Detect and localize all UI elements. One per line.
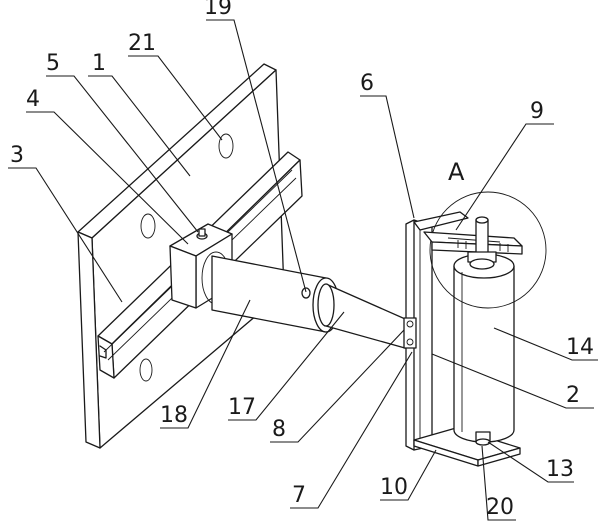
vertical-frame	[403, 211, 521, 467]
label-part-4: 4	[26, 87, 40, 112]
label-part-10: 10	[380, 475, 408, 500]
frame-clamp	[403, 317, 417, 349]
mounting-hole-lower-left	[139, 358, 153, 382]
label-part-2: 2	[566, 383, 580, 408]
leader-lines	[8, 19, 598, 521]
label-part-20: 20	[486, 495, 514, 520]
label-part-6: 6	[360, 71, 374, 96]
mounting-hole-upper-right	[218, 133, 234, 159]
inner-rod	[317, 283, 413, 351]
label-part-9: 9	[530, 99, 544, 124]
label-detail-a: A	[448, 158, 465, 186]
label-part-1: 1	[92, 51, 106, 76]
locking-pin-hole	[301, 287, 311, 299]
mounting-hole-upper-left	[140, 213, 156, 239]
label-part-14: 14	[566, 335, 594, 360]
label-part-7: 7	[292, 483, 306, 508]
detail-circle-a	[429, 191, 547, 309]
label-part-18: 18	[160, 403, 188, 428]
label-part-8: 8	[272, 417, 286, 442]
roller	[453, 253, 515, 446]
label-part-21: 21	[128, 31, 156, 56]
label-part-3: 3	[10, 143, 24, 168]
label-part-19: 19	[204, 0, 232, 20]
label-part-5: 5	[46, 51, 60, 76]
label-part-17: 17	[228, 395, 256, 420]
label-part-13: 13	[546, 457, 574, 482]
top-adjustment-mechanism	[423, 191, 547, 309]
part-labels: 3 4 5 1 21 19 6 9 A 14 2 13 20 10 7 8 17…	[10, 0, 594, 520]
